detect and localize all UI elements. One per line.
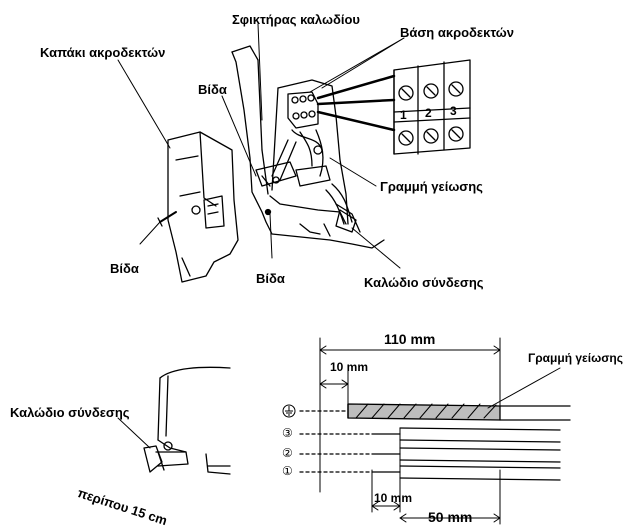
label-terminal-base: Βάση ακροδεκτών [400, 25, 515, 40]
label-cable-clamp: Σφικτήρας καλωδίου [232, 12, 360, 27]
wire-marker-3: ③ [282, 426, 293, 440]
wire-marker-1: ① [282, 464, 293, 478]
label-screw-upper: Βίδα [198, 82, 227, 97]
earth-symbol [282, 404, 296, 418]
dim-total-length: 110 mm [384, 331, 436, 347]
terminal-number-1: 1 [400, 108, 407, 122]
label-terminal-cover: Καπάκι ακροδεκτών [40, 45, 166, 60]
conductor-wires [299, 403, 561, 481]
terminal-number-3: 3 [450, 104, 457, 118]
screw-left [157, 211, 177, 227]
connection-cable-top [325, 183, 357, 233]
earth-wire-sheath [347, 403, 571, 421]
magnifier-lines [316, 74, 396, 132]
label-connection-cable-top: Καλώδιο σύνδεσης [364, 275, 484, 290]
dim-strip-bottom: 10 mm [374, 491, 413, 505]
wire-marker-2: ② [282, 446, 293, 460]
dim-sheath-strip: 50 mm [428, 509, 473, 525]
label-screw-middle: Βίδα [256, 271, 285, 286]
cable-clamp [255, 145, 331, 216]
indoor-unit-body [231, 45, 385, 249]
dim-strip-top: 10 mm [330, 360, 369, 374]
terminal-block-enlarged [393, 59, 471, 155]
top-leader-lines [117, 23, 405, 269]
label-connection-cable-left: Καλώδιο σύνδεσης [10, 405, 130, 420]
unit-edge-detail [143, 366, 231, 475]
terminal-number-2: 2 [425, 106, 432, 120]
bottom-right-leader [487, 367, 561, 409]
terminal-cover [167, 131, 239, 283]
label-earth-line-top: Γραμμή γείωσης [380, 179, 483, 194]
label-earth-line-bottom: Γραμμή γείωσης [528, 351, 623, 365]
bottom-left-leader [117, 417, 151, 449]
label-screw-left: Βίδα [110, 261, 139, 276]
